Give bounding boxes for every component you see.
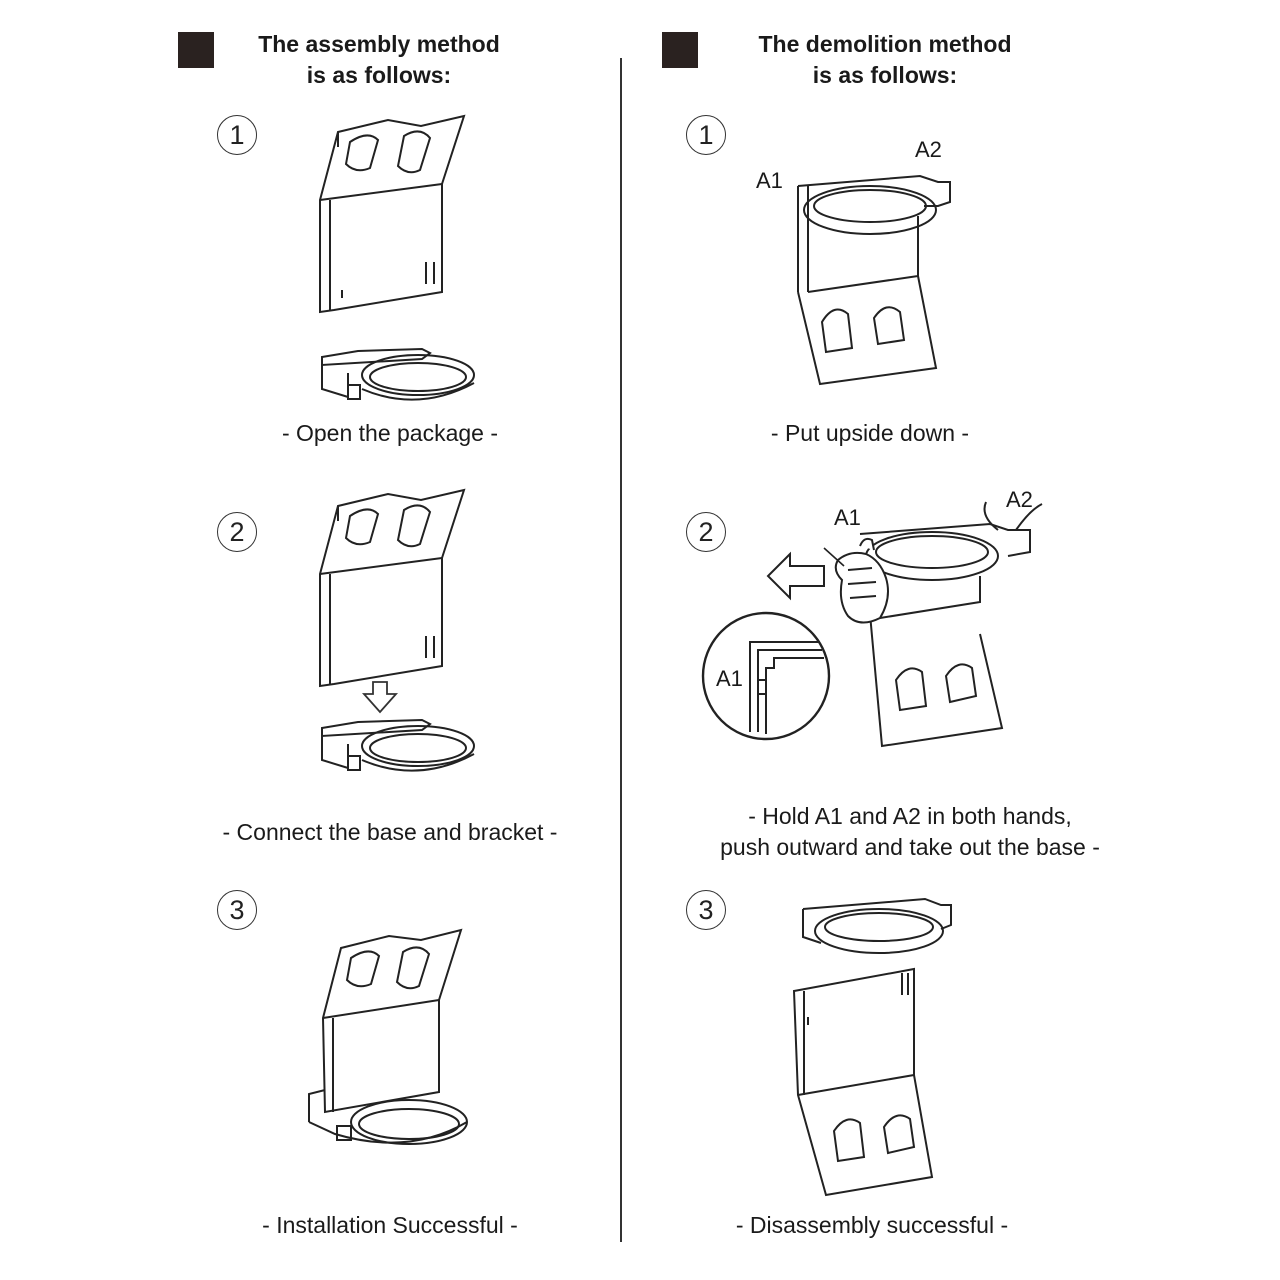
demolition-square-marker bbox=[662, 32, 698, 68]
demolition-step-2-caption-line2: push outward and take out the base - bbox=[720, 834, 1100, 860]
assembly-step-3-caption: - Installation Successful - bbox=[262, 1212, 518, 1238]
assembled-holder-illustration bbox=[305, 922, 470, 1152]
demolition-step-2-caption-line1: - Hold A1 and A2 in both hands, bbox=[748, 803, 1072, 829]
base-illustration bbox=[318, 345, 478, 410]
bracket-illustration bbox=[316, 112, 466, 317]
demolition-step-2-caption: - Hold A1 and A2 in both hands, push out… bbox=[640, 801, 1180, 863]
assembly-heading: The assembly method is as follows: bbox=[214, 29, 544, 91]
assembly-step-3-number: 3 bbox=[217, 890, 257, 930]
demolition-step-2-label-a1: A1 bbox=[834, 505, 861, 530]
zoom-detail-icon bbox=[700, 610, 832, 742]
assembly-step-1-caption: - Open the package - bbox=[281, 420, 499, 446]
demolition-heading-line1: The demolition method bbox=[758, 31, 1012, 57]
demolition-step-3-caption: - Disassembly successful - bbox=[735, 1212, 1009, 1238]
assembly-step-2-caption: - Connect the base and bracket - bbox=[222, 819, 558, 845]
demolition-step-2-number: 2 bbox=[686, 512, 726, 552]
demolition-step-1-label-a1: A1 bbox=[756, 168, 783, 193]
arrow-down-icon bbox=[362, 680, 398, 714]
assembly-heading-line2: is as follows: bbox=[306, 62, 452, 88]
assembly-step-2-number: 2 bbox=[217, 512, 257, 552]
assembly-step-1-number: 1 bbox=[217, 115, 257, 155]
demolition-step-2-label-a2: A2 bbox=[1006, 487, 1033, 512]
removed-bracket-illustration bbox=[790, 965, 950, 1205]
center-divider bbox=[620, 58, 622, 1242]
demolition-step-1-label-a2: A2 bbox=[915, 137, 942, 162]
assembly-square-marker bbox=[178, 32, 214, 68]
bracket-illustration bbox=[316, 486, 466, 691]
demolition-step-1-number: 1 bbox=[686, 115, 726, 155]
demolition-heading: The demolition method is as follows: bbox=[720, 29, 1050, 91]
arrow-left-icon bbox=[766, 552, 826, 602]
assembly-heading-line1: The assembly method bbox=[258, 31, 500, 57]
base-illustration bbox=[318, 716, 478, 781]
demolition-step-3-number: 3 bbox=[686, 890, 726, 930]
demolition-step-2-zoom-label-a1: A1 bbox=[716, 666, 743, 691]
demolition-step-1-caption: - Put upside down - bbox=[770, 420, 970, 446]
removed-base-illustration bbox=[795, 895, 955, 965]
hand-icon bbox=[836, 539, 888, 623]
removing-base-illustration bbox=[820, 490, 1045, 750]
demolition-heading-line2: is as follows: bbox=[812, 62, 958, 88]
upside-down-holder-illustration bbox=[790, 172, 960, 394]
